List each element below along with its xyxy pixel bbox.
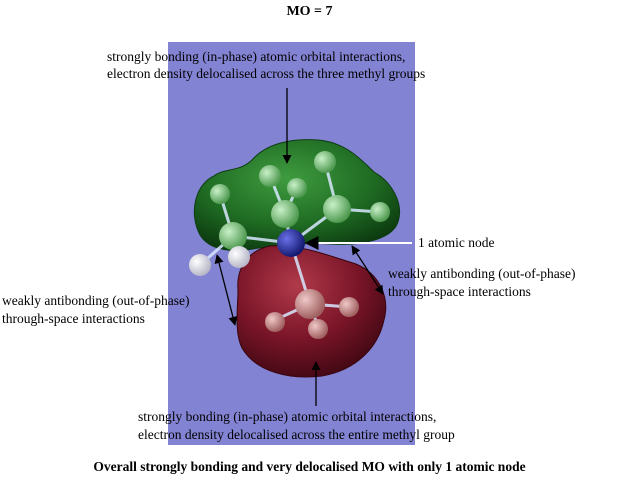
left-arrow xyxy=(214,254,238,326)
carbon-atom xyxy=(219,222,247,250)
hydrogen-atom xyxy=(339,297,359,317)
right-annotation-line1: weakly antibonding (out-of-phase) xyxy=(388,266,576,281)
left-annotation-line1: weakly antibonding (out-of-phase) xyxy=(2,293,190,308)
hydrogen-atom xyxy=(259,165,281,187)
hydrogen-atom xyxy=(210,184,230,204)
carbon-atom xyxy=(295,289,325,319)
carbon-atom xyxy=(323,195,351,223)
figure-caption: Overall strongly bonding and very deloca… xyxy=(93,459,526,474)
right-arrow xyxy=(351,245,384,295)
hydrogen-atom xyxy=(228,246,250,268)
mo-title: MO = 7 xyxy=(286,4,333,19)
hydrogen-atom xyxy=(189,254,211,276)
hydrogen-atom xyxy=(370,202,390,222)
right-annotation-line2: through-space interactions xyxy=(388,284,531,299)
central-node-atom xyxy=(277,229,305,257)
hydrogen-atom xyxy=(308,319,328,339)
left-annotation-line2: through-space interactions xyxy=(2,311,145,326)
hydrogen-atom xyxy=(314,151,336,173)
node-annotation: 1 atomic node xyxy=(418,235,495,250)
bottom-annotation-line2: electron density delocalised across the … xyxy=(138,427,455,442)
hydrogen-atom xyxy=(265,312,285,332)
top-annotation-line2: electron density delocalised across the … xyxy=(107,66,426,81)
hydrogen-atom xyxy=(287,178,307,198)
carbon-atom xyxy=(271,200,299,228)
bottom-annotation-line1: strongly bonding (in-phase) atomic orbit… xyxy=(138,409,437,424)
top-annotation-line1: strongly bonding (in-phase) atomic orbit… xyxy=(107,49,406,64)
